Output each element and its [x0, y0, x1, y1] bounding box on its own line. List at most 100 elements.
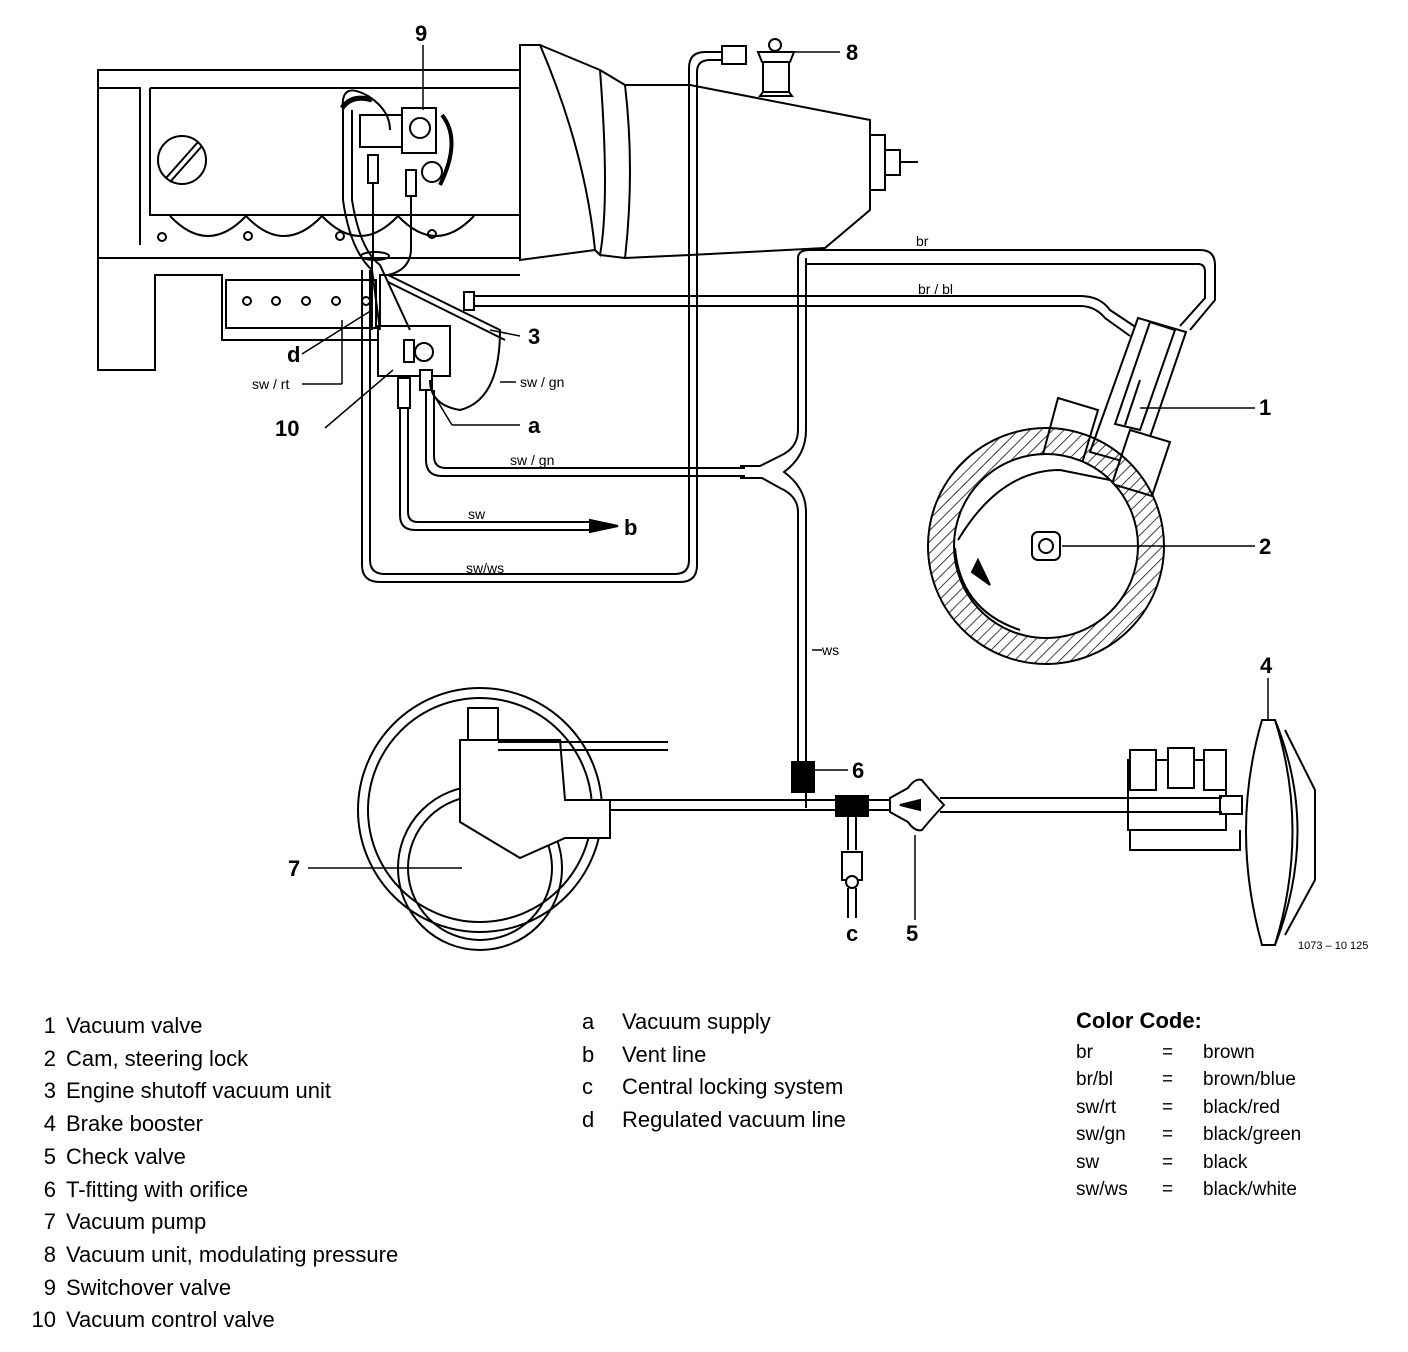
figure-id: 1073 – 10 125 [1298, 940, 1368, 952]
parts-legend-label: Switchover valve [66, 1274, 232, 1300]
color-code-item: sw/rt = black/red [1076, 1094, 1301, 1121]
callout-9: 9 [415, 21, 427, 46]
parts-legend: 1 Vacuum valve 2 Cam, steering lock 3 Engine … [18, 1010, 399, 1337]
callout-8: 8 [846, 40, 858, 65]
color-code-name: brown [1203, 1042, 1255, 1063]
letters-legend-label: Vacuum supply [622, 1009, 771, 1034]
wire-label-sw-gn-lower: sw / gn [510, 452, 554, 468]
color-code-item: sw=black [1076, 1149, 1301, 1176]
parts-legend-item: 10 Vacuum control valve [18, 1304, 398, 1337]
color-code-legend: Color Code: br = brown br/bl = brown/blue sw/r… [1076, 1005, 1301, 1203]
color-code-code: sw/gn [1076, 1124, 1126, 1146]
letters-legend-key: a [582, 1009, 595, 1034]
callout-4: 4 [1260, 653, 1273, 678]
parts-legend-label: T-fitting with orifice [66, 1176, 249, 1202]
parts-legend-key: 7 [43, 1209, 56, 1235]
wire-label-br-bl: br / bl [918, 281, 953, 297]
callout-6: 6 [852, 758, 864, 783]
wire-label-sw-ws: sw/ws [466, 560, 504, 576]
modulating-pressure-unit [756, 38, 796, 97]
letters-legend-label: Regulated vacuum line [622, 1107, 846, 1133]
wire-label-br: br [916, 233, 929, 249]
color-code-name: black [1203, 1151, 1248, 1173]
callout-b: b [624, 515, 637, 540]
letters-legend-label: Vent line [622, 1041, 707, 1067]
color-code-equals: = [1162, 1069, 1174, 1091]
callout-labels: 1 2 3 4 5 6 7 8 9 10 a b c d [275, 21, 1273, 946]
color-code-code: br/bl [1076, 1069, 1113, 1091]
parts-legend-label: Vacuum control valve [66, 1307, 275, 1333]
steering-lock-cam [927, 427, 1165, 665]
color-code-equals: = [1162, 1096, 1174, 1118]
parts-legend-label: Vacuum pump [66, 1209, 207, 1235]
hose-sw-ws [361, 45, 747, 583]
transmission [519, 44, 918, 262]
vacuum-system-diagram: 1 2 3 4 5 6 7 8 9 10 a b c d br br / bl … [97, 21, 1368, 952]
parts-legend-item: 1 Vacuum valve [18, 1010, 398, 1043]
letters-legend-key: d [582, 1107, 595, 1133]
color-code-name: black/red [1203, 1096, 1281, 1118]
hose-br [797, 249, 1216, 331]
color-code-equals: = [1162, 1042, 1174, 1063]
parts-legend-label: Vacuum valve [66, 1013, 203, 1038]
brake-booster [1127, 719, 1316, 946]
parts-legend-key: 10 [31, 1307, 56, 1333]
color-code-heading: Color Code: [1076, 1008, 1202, 1033]
parts-legend-item: 7 Vacuum pump [18, 1206, 398, 1239]
color-code-item: sw/gn = black/green [1076, 1121, 1301, 1148]
parts-legend-key: 1 [43, 1013, 56, 1038]
color-code-code: sw/rt [1076, 1096, 1117, 1118]
color-code-name: black/green [1203, 1124, 1302, 1146]
switchover-valve [339, 95, 454, 197]
color-code-name: brown/blue [1203, 1069, 1296, 1091]
parts-legend-key: 2 [43, 1045, 56, 1071]
color-code-item: br = brown [1076, 1039, 1301, 1066]
parts-legend-label: Brake booster [66, 1111, 203, 1137]
parts-legend-key: 4 [43, 1111, 56, 1137]
main-vacuum-line [610, 761, 1222, 918]
color-code-equals: = [1162, 1124, 1174, 1146]
color-code-name: black/white [1203, 1179, 1297, 1201]
letters-legend-item: b Vent line [582, 1039, 846, 1072]
callout-c: c [846, 921, 858, 946]
wire-labels: br br / bl sw / gn sw / rt sw / gn sw sw… [252, 233, 953, 658]
leader-lines [301, 45, 1269, 920]
engine-block [97, 69, 521, 371]
parts-legend-key: 5 [43, 1143, 56, 1169]
color-code-equals: = [1162, 1179, 1174, 1201]
color-code-code: sw [1076, 1151, 1100, 1173]
vacuum-control-valve [377, 325, 451, 409]
parts-legend-label: Engine shutoff vacuum unit [66, 1078, 331, 1104]
parts-legend-label: Vacuum unit, modulating pressure [66, 1241, 399, 1267]
hose-br-bl [463, 291, 1141, 337]
color-code-code: br [1076, 1042, 1093, 1063]
parts-legend-label: Cam, steering lock [66, 1045, 249, 1071]
letters-legend-item: d Regulated vacuum line [582, 1104, 846, 1137]
letters-legend-item: a Vacuum supply [582, 1006, 846, 1039]
wire-label-sw-gn-upper: sw / gn [520, 374, 564, 390]
callout-7: 7 [288, 856, 300, 881]
parts-legend-item: 4 Brake booster [18, 1108, 398, 1141]
callout-3: 3 [528, 324, 540, 349]
hose-sw [399, 408, 619, 534]
parts-legend-key: 9 [43, 1274, 56, 1300]
wire-label-ws: ws [821, 642, 839, 658]
parts-legend-item: 9 Switchover valve [18, 1272, 398, 1305]
parts-legend-key: 3 [43, 1078, 56, 1104]
callout-2: 2 [1259, 534, 1271, 559]
color-code-code: sw/ws [1076, 1179, 1128, 1201]
hose-sw-gn [425, 258, 807, 780]
callout-d: d [287, 342, 300, 367]
wire-label-sw-rt: sw / rt [252, 376, 289, 392]
color-code-item: br/bl = brown/blue [1076, 1066, 1301, 1093]
letters-legend-label: Central locking system [622, 1074, 844, 1100]
letters-legend-key: b [582, 1041, 595, 1067]
color-code-item: sw/ws = black/white [1076, 1176, 1301, 1203]
parts-legend-item: 3 Engine shutoff vacuum unit [18, 1075, 398, 1108]
wire-label-sw: sw [468, 506, 486, 522]
